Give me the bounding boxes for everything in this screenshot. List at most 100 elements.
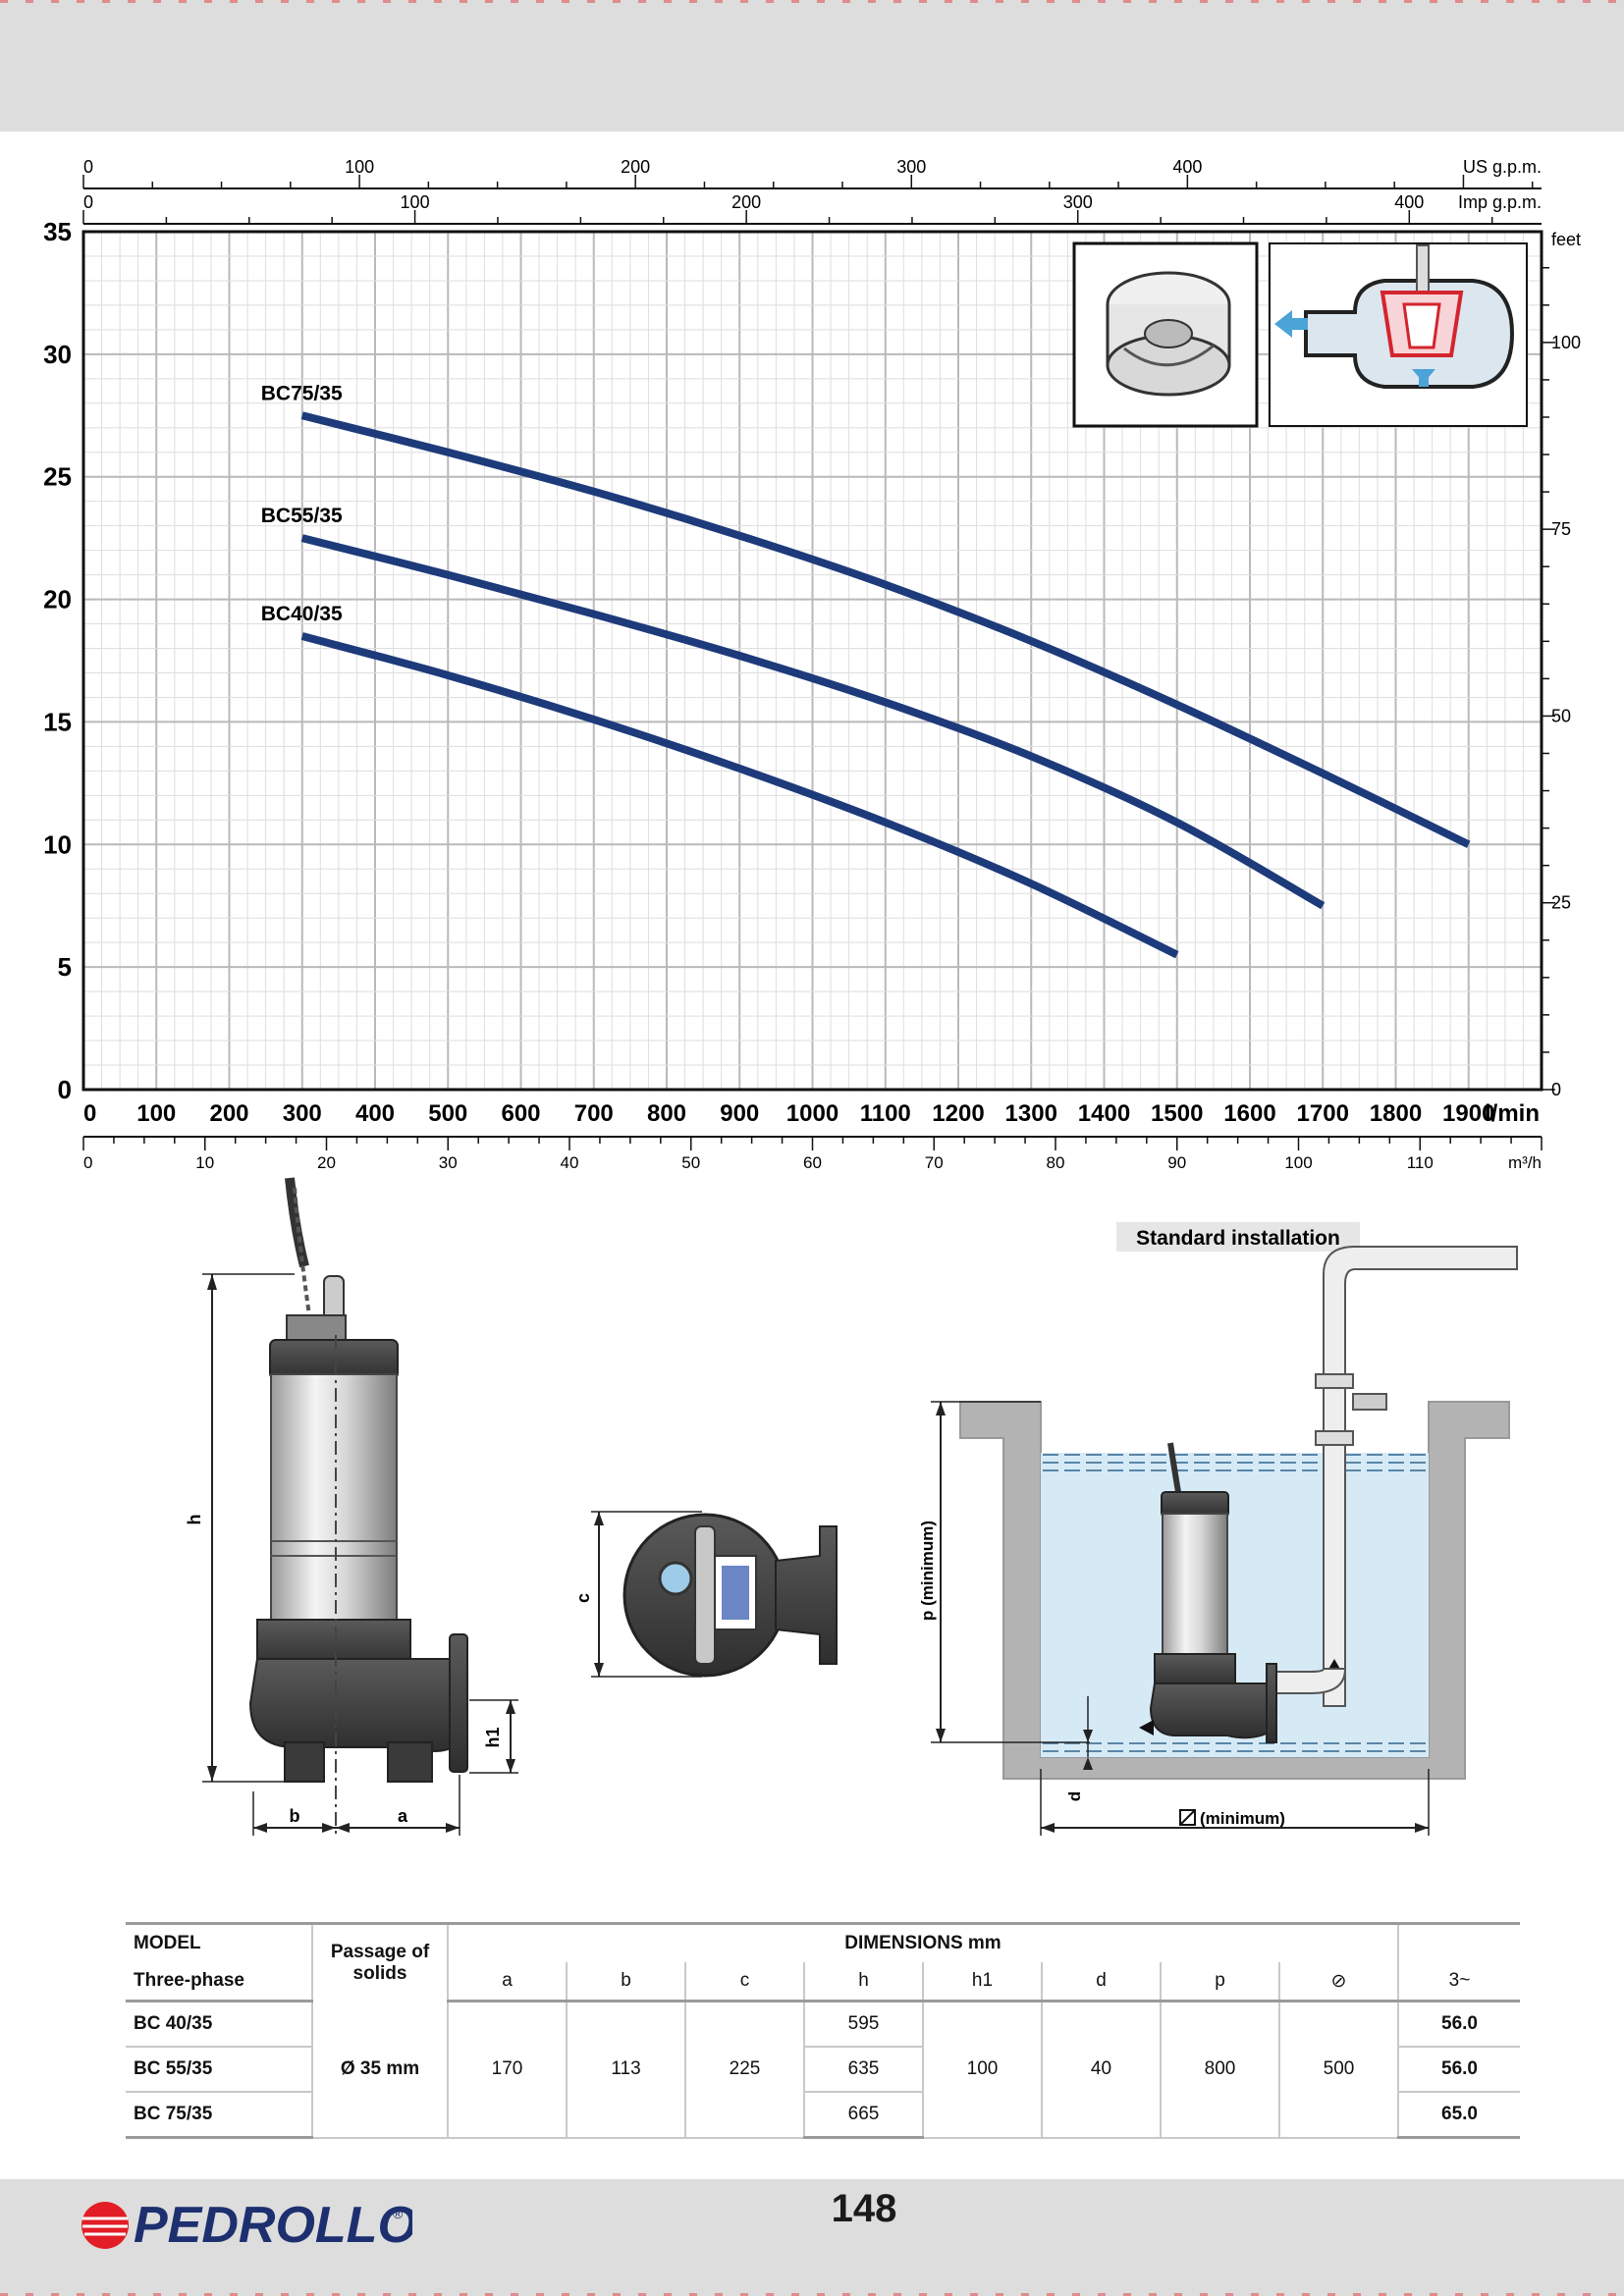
m3h-tick-label: 90 (1167, 1153, 1186, 1168)
series-label: BC75/35 (261, 382, 343, 404)
y-tick-label: 25 (43, 462, 72, 492)
m3h-tick-label: 80 (1047, 1153, 1065, 1168)
dim-b-label: b (290, 1806, 300, 1826)
y-tick-label: 30 (43, 340, 72, 369)
cell-weight: 56.0 (1397, 2047, 1520, 2093)
m3h-tick-label: 20 (317, 1153, 336, 1168)
feet-tick-label: 50 (1551, 706, 1571, 725)
row-model: BC 55/35 (126, 2047, 312, 2093)
pedrollo-emblem-icon (81, 2202, 129, 2249)
x-tick-label: 1000 (786, 1100, 839, 1127)
col-h1: h1 (922, 1962, 1042, 2002)
col-weight-top (1397, 1922, 1520, 1962)
brand-registered: ® (393, 2206, 404, 2221)
y-tick-label: 10 (43, 829, 72, 859)
cell-h: 635 (803, 2047, 923, 2093)
col-a: a (447, 1962, 567, 2002)
cell-h1: 100 (922, 2001, 1042, 2139)
plot-frame (81, 230, 1543, 1092)
col-h: h (803, 1962, 923, 2002)
top-axis-tick-label: 300 (896, 157, 926, 177)
top-axis-tick-label: 400 (1172, 157, 1202, 177)
m3h-tick-label: 110 (1407, 1153, 1434, 1168)
m3h-tick-label: 70 (925, 1153, 944, 1168)
m3h-tick-label: 100 (1284, 1153, 1312, 1168)
x-tick-label: 1800 (1370, 1100, 1422, 1127)
y-tick-label: 0 (58, 1075, 72, 1104)
cell-weight: 65.0 (1397, 2092, 1520, 2139)
dim-a-label: a (398, 1806, 408, 1826)
feet-tick-label: 0 (1551, 1080, 1561, 1099)
min-width-label: (minimum) (1200, 1809, 1285, 1828)
top-axis-tick-label: 0 (83, 157, 93, 177)
cell-d: 40 (1041, 2001, 1161, 2139)
x-tick-label: 1300 (1005, 1100, 1057, 1127)
feet-axis-label: feet (1551, 230, 1581, 249)
x-tick-label: 1700 (1297, 1100, 1349, 1127)
cell-passage: Ø 35 mm (311, 2001, 448, 2139)
series-line (300, 632, 1179, 959)
table-row: BC 75/35 665 65.0 (126, 2092, 1520, 2139)
col-weight: 3~ (1397, 1962, 1520, 2002)
table-row: BC 55/35 635 56.0 (126, 2047, 1520, 2093)
feet-tick-label: 75 (1551, 519, 1571, 539)
m3h-tick-label: 30 (439, 1153, 458, 1168)
x-tick-label: 1200 (932, 1100, 984, 1127)
series-label: BC55/35 (261, 505, 343, 527)
x-tick-label: 1600 (1223, 1100, 1275, 1127)
top-axis-label: Imp g.p.m. (1458, 192, 1542, 212)
header-band (0, 0, 1624, 132)
standard-installation: Standard installation p (minimum) (918, 1222, 1518, 1836)
col-box: ⊘ (1278, 1962, 1398, 2002)
x-tick-label: 800 (647, 1100, 686, 1127)
y-tick-label: 35 (43, 217, 72, 246)
m3h-tick-label: 0 (83, 1153, 92, 1168)
top-axis-tick-label: 0 (83, 192, 93, 212)
top-axis-tick-label: 400 (1394, 192, 1424, 212)
x-tick-label: 0 (83, 1100, 96, 1127)
dim-h-label: h (185, 1515, 204, 1525)
row-model: BC 40/35 (126, 2001, 312, 2048)
x-tick-label: 700 (574, 1100, 614, 1127)
top-axis-tick-label: 200 (731, 192, 761, 212)
cell-weight: 56.0 (1397, 2001, 1520, 2048)
page-number: 148 (831, 2187, 897, 2230)
m3h-axis-label: m³/h (1508, 1153, 1542, 1168)
x-tick-label: 500 (428, 1100, 467, 1127)
top-axis-tick-label: 300 (1063, 192, 1093, 212)
series-line (300, 534, 1326, 910)
series-label: BC40/35 (261, 603, 343, 625)
dimension-drawings: h h1 b a c Standard installati (185, 1177, 1518, 1836)
cell-b: 113 (566, 2001, 685, 2139)
cell-box: 500 (1278, 2001, 1398, 2139)
pump-top-view: c (573, 1511, 838, 1678)
passage-header: Passage of solids (330, 1941, 430, 1984)
y-tick-label: 5 (58, 952, 72, 982)
x-tick-label: 100 (136, 1100, 176, 1127)
x-tick-label: 200 (209, 1100, 248, 1127)
feet-tick-label: 100 (1551, 333, 1581, 352)
col-p: p (1160, 1962, 1279, 2002)
table-row: BC 40/35 Ø 35 mm 170 113 225 595 100 40 … (126, 2001, 1520, 2139)
feet-tick-label: 25 (1551, 893, 1571, 913)
cell-a: 170 (447, 2001, 567, 2139)
col-three-phase: Three-phase (126, 1962, 312, 2002)
pump-side-view: h h1 b a (185, 1177, 518, 1836)
series-line (300, 411, 1471, 848)
brand-name: PEDROLLO (134, 2197, 412, 2254)
x-axis-label: l/min (1485, 1100, 1540, 1127)
cell-c: 225 (684, 2001, 804, 2139)
x-tick-label: 400 (355, 1100, 395, 1127)
x-tick-label: 1900 (1442, 1100, 1494, 1127)
col-c: c (684, 1962, 804, 2002)
d-label: d (1065, 1791, 1084, 1801)
cell-p: 800 (1160, 2001, 1279, 2139)
dim-h1-label: h1 (483, 1727, 503, 1747)
m3h-tick-label: 10 (195, 1153, 214, 1168)
m3h-tick-label: 60 (803, 1153, 822, 1168)
page-edge (0, 0, 1624, 3)
y-tick-label: 15 (43, 707, 72, 736)
x-tick-label: 1400 (1078, 1100, 1130, 1127)
